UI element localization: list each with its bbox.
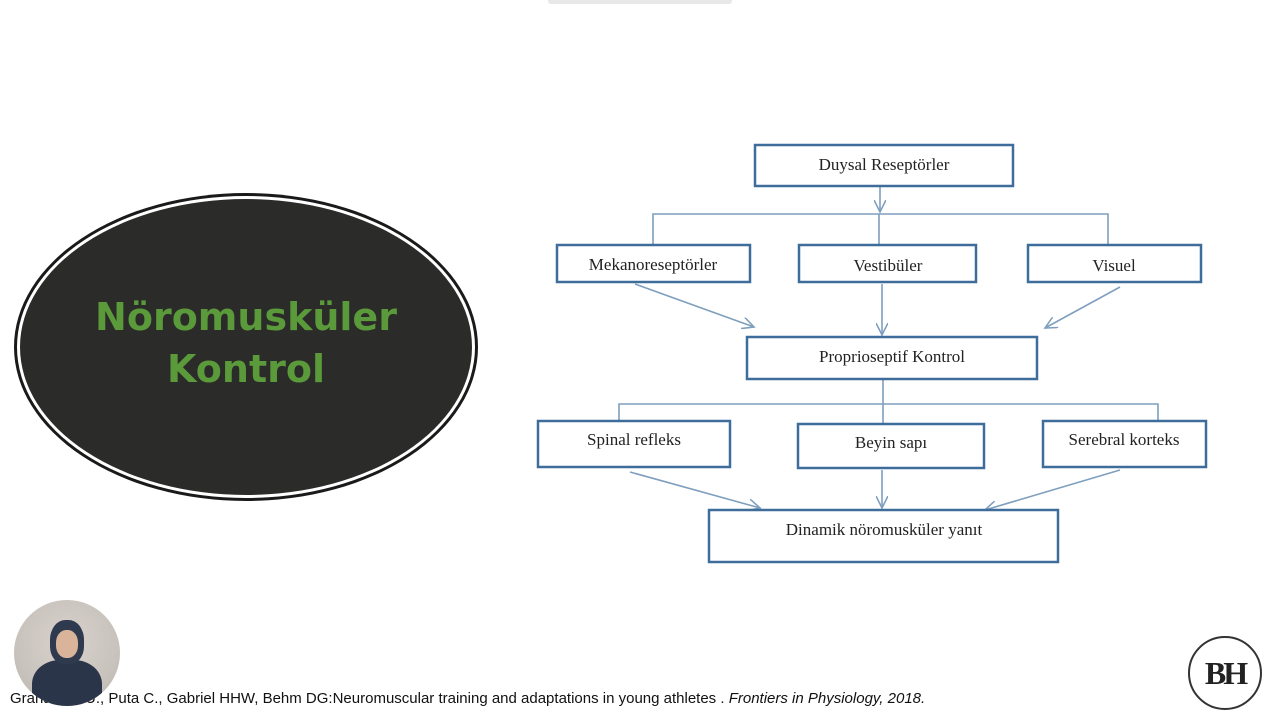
label-dinamik-yanit: Dinamik nöromusküler yanıt	[786, 520, 983, 539]
label-serebral-korteks: Serebral korteks	[1069, 430, 1180, 449]
label-mekanoreseptorler: Mekanoreseptörler	[589, 255, 718, 274]
arrow-visuel-proprio	[1045, 286, 1121, 328]
citation: Granacher U., Puta C., Gabriel HHW, Behm…	[10, 690, 925, 707]
label-proprioseptif-kontrol: Proprioseptif Kontrol	[819, 347, 965, 366]
label-spinal-refleks: Spinal refleks	[587, 430, 681, 449]
box-proprioseptif-kontrol	[745, 335, 1039, 381]
citation-authors: Granacher U., Puta C., Gabriel HHW, Behm…	[10, 690, 729, 707]
box-dinamik-yanit	[707, 508, 1060, 564]
title-line-1: Nöromusküler	[95, 295, 397, 339]
citation-journal: Frontiers in Physiology, 2018.	[728, 690, 926, 707]
connectors-to-proprio	[634, 283, 1121, 335]
logo-text: BH	[1204, 654, 1248, 691]
connector-bracket-top	[652, 213, 1109, 244]
title-ellipse: Nöromusküler Kontrol	[17, 196, 475, 498]
box-spinal-refleks	[536, 419, 732, 469]
arrow-serebral-dinamik	[985, 469, 1121, 510]
bh-logo: BH	[1188, 636, 1262, 710]
connector-bracket-middle	[618, 403, 1159, 421]
box-beyin-sapi	[796, 422, 986, 470]
slide-title: Nöromusküler Kontrol	[95, 291, 397, 395]
arrow-mekano-proprio	[634, 283, 754, 327]
arrow-spinal-dinamik	[629, 471, 760, 508]
connectors-sensory	[652, 187, 1109, 244]
box-visuel	[1026, 243, 1203, 284]
box-mekanoreseptorler	[555, 243, 752, 284]
presenter-avatar	[14, 600, 120, 706]
avatar-face	[56, 630, 78, 658]
label-visuel: Visuel	[1092, 256, 1136, 275]
label-beyin-sapi: Beyin sapı	[855, 433, 928, 452]
title-line-2: Kontrol	[167, 347, 325, 391]
connectors-control	[618, 380, 1159, 424]
box-duysal-reseptorler	[753, 143, 1015, 188]
video-top-bar	[548, 0, 732, 4]
label-vestibuler: Vestibüler	[854, 256, 923, 275]
box-vestibuler	[797, 243, 978, 284]
label-duysal-reseptorler: Duysal Reseptörler	[819, 155, 950, 174]
connectors-to-dinamik	[629, 469, 1121, 510]
box-serebral-korteks	[1041, 419, 1208, 469]
avatar-body	[32, 660, 102, 706]
